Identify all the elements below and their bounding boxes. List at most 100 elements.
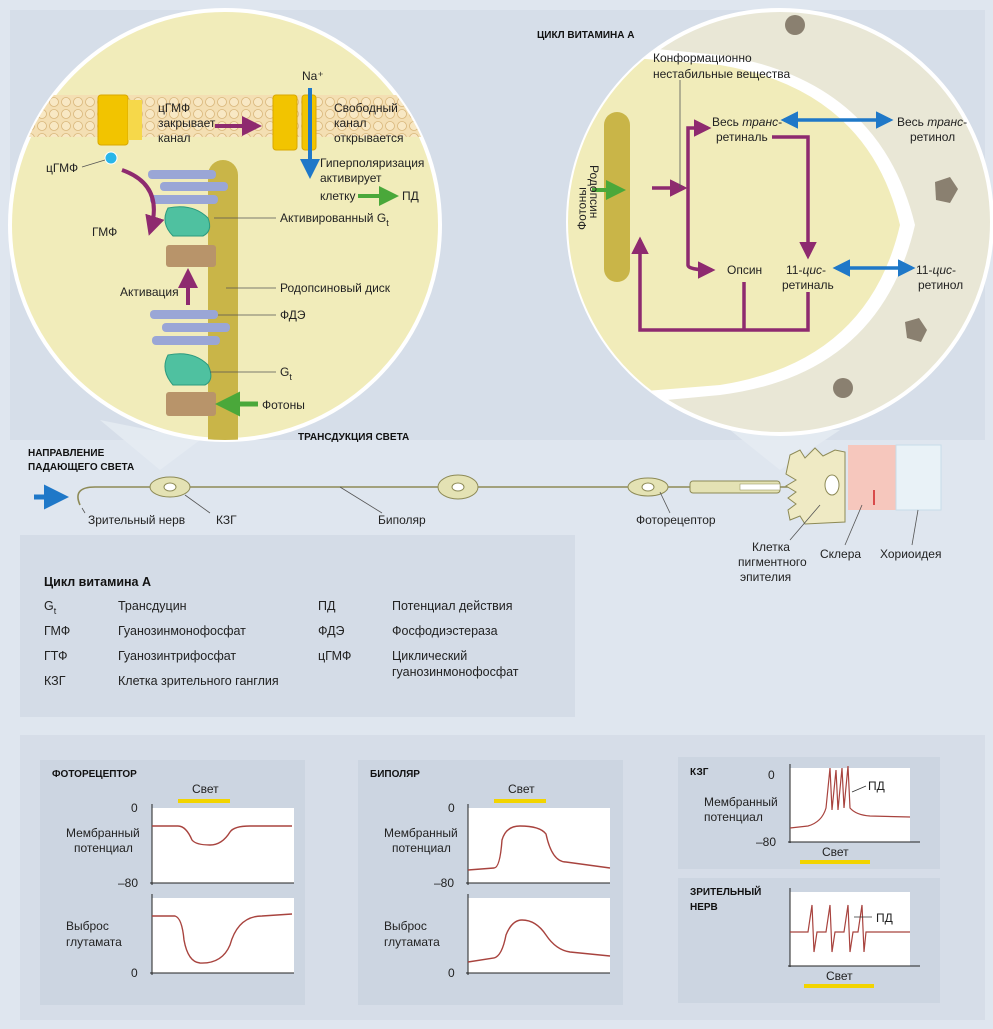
- open-channel-left: [272, 94, 298, 151]
- pigment-epithelium-cell: [785, 447, 846, 525]
- bipolar-graph-title: БИПОЛЯР: [370, 769, 420, 780]
- all-trans-retinal-1: Весь транс-: [712, 115, 782, 129]
- closed-channel: [97, 94, 129, 146]
- cgmp-molecule: [104, 151, 118, 165]
- legend-abbr: КЗГ: [44, 674, 66, 688]
- bp-glutamate-2: глутамата: [384, 935, 440, 949]
- photoreceptor-light-label: Свет: [192, 782, 219, 796]
- membrane: [10, 95, 440, 137]
- optic-nerve-label: Зрительный нерв: [88, 513, 185, 527]
- sclera-label: Склера: [820, 547, 861, 561]
- graph-optic-nerve: ЗРИТЕЛЬНЫЙ НЕРВ ПД Свет: [678, 878, 940, 1003]
- axon-line: [77, 486, 790, 506]
- legend-panel: [20, 535, 575, 717]
- all-trans-retinal-2: ретиналь: [716, 130, 768, 144]
- conformational-1: Конформационно: [653, 51, 752, 65]
- legend-abbr: ФДЭ: [318, 624, 345, 638]
- cgmp-label: цГМФ: [46, 161, 78, 175]
- bipolar-glutamate-trace: [467, 919, 611, 963]
- optic-light-bar: [804, 984, 874, 988]
- pr-membrane-1: Мембранный: [66, 826, 140, 840]
- bipolar-light-label: Свет: [508, 782, 535, 796]
- photons-label: Фотоны: [262, 398, 305, 412]
- hyperpol-2: активирует: [320, 171, 382, 185]
- free-channel-3: открывается: [334, 131, 404, 145]
- granule-4: [833, 378, 853, 398]
- rgc-light-label: Свет: [822, 845, 849, 859]
- bp-membrane-1: Мембранный: [384, 826, 458, 840]
- pigment-label-3: эпителия: [740, 570, 791, 584]
- vitamin-cycle-title: ЦИКЛ ВИТАМИНА А: [537, 30, 634, 41]
- optic-ap-label: ПД: [876, 911, 893, 925]
- hyperpol-1: Гиперполяризация: [320, 156, 424, 170]
- trans-to-cis-arrow: [772, 135, 817, 260]
- graph-bipolar: БИПОЛЯР Свет 0 –80 Мембранный потенциал …: [358, 760, 623, 1005]
- bipolar-light-bar: [494, 799, 546, 803]
- legend-description: гуанозинмонофосфат: [392, 665, 519, 679]
- legend-description: Гуанозинмонофосфат: [118, 624, 246, 638]
- legend-abbr: ГТФ: [44, 649, 68, 663]
- rhodopsin-label: Родопсин: [587, 165, 601, 218]
- activation-label: Активация: [120, 285, 179, 299]
- photoreceptor-glutamate-trace: [152, 913, 293, 964]
- legend-description: Клетка зрительного ганглия: [118, 674, 279, 688]
- cgmp-closes-1: цГМФ: [158, 101, 190, 115]
- cgmp-closes-3: канал: [158, 131, 191, 145]
- pr-tick-0: 0: [131, 801, 138, 815]
- activated-gt-label: Активированный Gt: [280, 211, 389, 228]
- graphs: ФОТОРЕЦЕПТОР Свет 0 –80 Мембранный потен…: [40, 757, 940, 1005]
- zoom-wedge-left: [100, 420, 200, 470]
- light-direction-1: НАПРАВЛЕНИЕ: [28, 448, 105, 459]
- legend-description: Гуанозинтрифосфат: [118, 649, 236, 663]
- gt-shape: [164, 353, 212, 386]
- legend-description: Трансдуцин: [118, 599, 187, 613]
- transduction-circle: Na⁺ цГМФ закрывает канал Свободный канал…: [8, 8, 442, 442]
- rhodopsin-lower: [166, 392, 216, 416]
- hyperpol-3: клетку: [320, 189, 356, 203]
- branch-to-trans-retinal: [686, 119, 712, 188]
- gmp-arrow: [121, 168, 165, 236]
- granule-2: [935, 177, 958, 203]
- rhodopsin-disk-label: Родопсиновый диск: [280, 281, 391, 295]
- cis-retinol-2: ретинол: [918, 278, 963, 292]
- granule-3: [905, 318, 927, 342]
- legend-abbr: Gt: [44, 599, 57, 616]
- legend-description: Фосфодиэстераза: [392, 624, 498, 638]
- granule-1: [785, 15, 805, 35]
- optic-light-label: Свет: [826, 969, 853, 983]
- cis-to-rhodopsin-arrow: [631, 236, 810, 332]
- rgc-light-bar: [800, 860, 870, 864]
- rgc-graph-title: КЗГ: [690, 767, 709, 778]
- rgc-membrane-1: Мембранный: [704, 795, 778, 809]
- legend-description: Циклический: [392, 649, 467, 663]
- optic-graph-title-1: ЗРИТЕЛЬНЫЙ: [690, 885, 761, 898]
- bipolar-potential-trace: [467, 825, 611, 871]
- choroid-block: [895, 444, 942, 511]
- rhodopsin-rod: [604, 112, 630, 282]
- branch-to-opsin: [686, 188, 716, 279]
- pr-tick-80: –80: [118, 876, 138, 890]
- photoreceptor-light-bar: [178, 799, 230, 803]
- zoom-wedge-right: [730, 430, 840, 470]
- legend-abbr: ГМФ: [44, 624, 70, 638]
- opsin-label: Опсин: [727, 263, 762, 277]
- all-trans-retinol-2: ретинол: [910, 130, 955, 144]
- pde-lower: [150, 310, 230, 345]
- pr-glutamate-2: глутамата: [66, 935, 122, 949]
- free-channel-2: канал: [334, 116, 367, 130]
- all-trans-retinol-1: Весь транс-: [897, 115, 967, 129]
- activated-gt-shape: [164, 206, 211, 237]
- vitamin-cycle-circle: Конформационно нестабильные вещества Вес…: [566, 8, 993, 436]
- bp-glutamate-1: Выброс: [384, 919, 427, 933]
- pigment-label-1: Клетка: [752, 540, 790, 554]
- vc-photons-label: Фотоны: [575, 187, 589, 230]
- pr-tick-bottom: 0: [131, 966, 138, 980]
- optic-graph-title-2: НЕРВ: [690, 902, 718, 913]
- photoreceptor-label: Фоторецептор: [636, 513, 716, 527]
- cis-retinol-1: 11-цис-: [916, 263, 956, 277]
- optic-nerve-trace: [790, 904, 910, 953]
- bp-tick-bottom: 0: [448, 966, 455, 980]
- pde-upper: [148, 170, 228, 204]
